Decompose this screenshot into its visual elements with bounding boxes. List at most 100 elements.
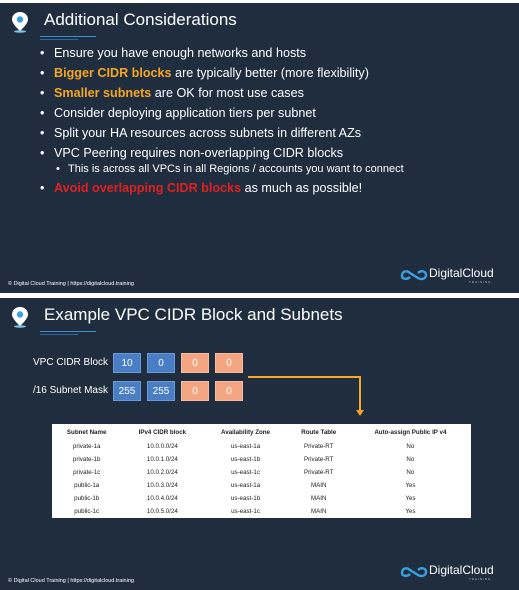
table-row: private-1b 10.0.1.0/24 us-east-1b Private-R… <box>52 453 471 466</box>
bullet-item: Smaller subnets are OK for most use case… <box>40 85 510 101</box>
subnet-mask-label: /16 Subnet Mask <box>32 385 108 396</box>
brand-subtitle: TRAINING <box>469 280 492 284</box>
table-cell: 10.0.2.0/24 <box>146 469 178 476</box>
bullet-text: Smaller subnets <box>54 86 152 100</box>
table-cell: Private-RT <box>303 443 334 450</box>
slide-title: Example VPC CIDR Block and Subnets <box>44 305 343 324</box>
title-underline <box>40 39 78 40</box>
table-cell: MAIN <box>310 495 327 502</box>
cidr-octet: 0 <box>181 353 209 373</box>
slide-title-bar: Example VPC CIDR Block and Subnets <box>0 298 519 336</box>
table-cell: private-1b <box>72 456 101 463</box>
bullet-text: This is across all VPCs in all Regions /… <box>68 163 404 175</box>
table-cell: 10.0.5.0/24 <box>146 508 178 515</box>
table-cell: Yes <box>405 508 416 515</box>
table-row: private-1c 10.0.2.0/24 us-east-1c Private-R… <box>52 466 471 479</box>
bullet-text: VPC Peering requires non-overlapping CID… <box>54 146 344 160</box>
table-cell: 10.0.4.0/24 <box>146 495 178 502</box>
subnet-table: Subnet Name IPv4 CIDR block Availability Z… <box>52 424 471 518</box>
table-cell: us-east-1c <box>231 469 260 476</box>
table-cell: No <box>406 469 415 476</box>
table-row: public-1c 10.0.5.0/24 us-east-1c MAIN Yes <box>52 505 471 518</box>
connector-line <box>248 376 360 378</box>
brand-logo: DigitalCloud TRAINING <box>399 562 507 582</box>
bullet-text: Split your HA resources across subnets i… <box>54 126 362 140</box>
slide-title-bar: Additional Considerations <box>0 3 519 41</box>
location-pin-icon <box>12 12 28 33</box>
column-header: Auto-assign Public IP v4 <box>374 428 447 436</box>
bullet-text: Consider deploying application tiers per… <box>54 106 316 120</box>
column-header: Subnet Name <box>66 428 107 436</box>
table-header-row: Subnet Name IPv4 CIDR block Availability Z… <box>52 424 471 440</box>
title-underline <box>40 334 78 335</box>
bullet-item: Avoid overlapping CIDR blocks as much as… <box>40 180 510 196</box>
column-header: Route Table <box>301 428 337 436</box>
table-cell: 10.0.3.0/24 <box>146 482 178 489</box>
title-underline <box>40 36 96 37</box>
table-cell: us-east-1b <box>230 456 261 463</box>
cidr-octet: 10 <box>113 353 141 373</box>
mask-octet: 255 <box>147 381 175 401</box>
table-cell: 10.0.0.0/24 <box>146 443 178 450</box>
table-cell: private-1c <box>73 469 101 476</box>
table-cell: us-east-1b <box>230 495 261 502</box>
location-pin-icon <box>12 307 28 328</box>
table-cell: private-1a <box>72 443 101 450</box>
cidr-octet: 0 <box>215 353 243 373</box>
mask-octet: 0 <box>181 381 209 401</box>
brand-name: DigitalCloud <box>429 266 494 280</box>
table-row: public-1a 10.0.3.0/24 us-east-1a MAIN Yes <box>52 479 471 492</box>
bullet-text: as much as possible! <box>241 181 363 195</box>
table-cell: us-east-1a <box>230 482 261 489</box>
table-cell: Yes <box>405 495 416 502</box>
mask-octet: 0 <box>215 381 243 401</box>
footer-copyright: © Digital Cloud Training | https://digit… <box>8 578 134 584</box>
table-cell: No <box>406 456 415 463</box>
vpc-cidr-label: VPC CIDR Block <box>32 357 108 368</box>
vpc-cidr-row: VPC CIDR Block 10 0 0 0 <box>0 353 519 373</box>
brand-logo: DigitalCloud TRAINING <box>399 265 507 285</box>
brand-subtitle: TRAINING <box>469 577 492 581</box>
column-header: IPv4 CIDR block <box>138 428 187 436</box>
table-cell: MAIN <box>310 482 327 489</box>
bullet-item: Consider deploying application tiers per… <box>40 105 510 121</box>
bullet-list: Ensure you have enough networks and host… <box>40 45 510 200</box>
bullet-text: Avoid overlapping CIDR blocks <box>54 181 242 195</box>
table-row: public-1b 10.0.4.0/24 us-east-1b MAIN Yes <box>52 492 471 505</box>
table-cell: MAIN <box>310 508 327 515</box>
bullet-text: Bigger CIDR blocks <box>54 66 172 80</box>
arrow-down-icon <box>356 410 364 416</box>
table-cell: public-1c <box>74 508 100 515</box>
cidr-octet: 0 <box>147 353 175 373</box>
table-cell: public-1a <box>74 482 100 489</box>
bullet-item: Ensure you have enough networks and host… <box>40 45 510 61</box>
connector-line <box>359 376 361 410</box>
table-cell: Yes <box>405 482 416 489</box>
sub-bullet-item: This is across all VPCs in all Regions /… <box>40 163 510 176</box>
table-cell: Private-RT <box>303 469 334 476</box>
table-cell: us-east-1a <box>230 443 261 450</box>
mask-octet: 255 <box>113 381 141 401</box>
title-underline <box>40 331 96 332</box>
table-cell: public-1b <box>74 495 100 502</box>
table-cell: Private-RT <box>303 456 334 463</box>
bullet-text: Ensure you have enough networks and host… <box>54 46 307 60</box>
bullet-text: are OK for most use cases <box>151 86 304 100</box>
bullet-text: are typically better (more flexibility) <box>171 66 369 80</box>
slide-additional-considerations: Additional Considerations Ensure you hav… <box>0 3 519 293</box>
brand-name: DigitalCloud <box>429 563 494 577</box>
bullet-item: VPC Peering requires non-overlapping CID… <box>40 145 510 161</box>
table-row: private-1a 10.0.0.0/24 us-east-1a Private-R… <box>52 440 471 453</box>
cloud-logo-icon <box>400 270 428 281</box>
bullet-item: Bigger CIDR blocks are typically better … <box>40 65 510 81</box>
subnet-mask-row: /16 Subnet Mask 255 255 0 0 <box>0 381 519 401</box>
slide-title: Additional Considerations <box>44 10 237 29</box>
table-cell: 10.0.1.0/24 <box>146 456 178 463</box>
table-cell: us-east-1c <box>231 508 260 515</box>
footer-copyright: © Digital Cloud Training | https://digit… <box>8 281 134 287</box>
table-cell: No <box>406 443 415 450</box>
bullet-item: Split your HA resources across subnets i… <box>40 125 510 141</box>
column-header: Availability Zone <box>221 428 270 436</box>
cloud-logo-icon <box>400 567 428 578</box>
